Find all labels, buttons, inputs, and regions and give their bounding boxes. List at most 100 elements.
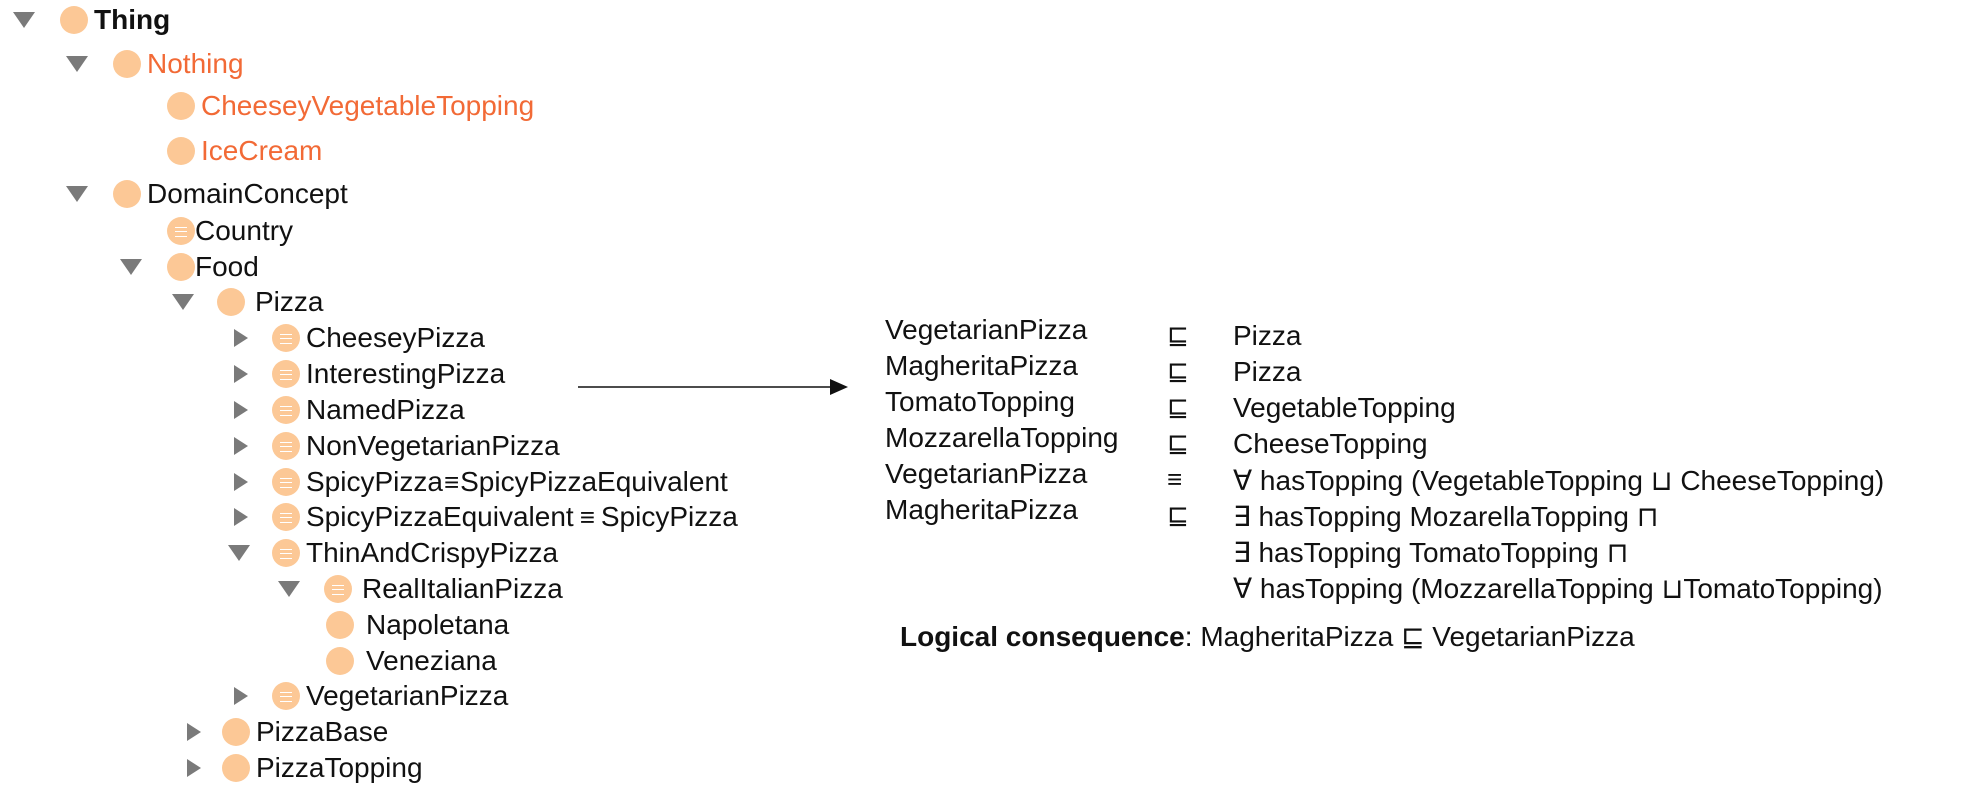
axiom-symbol: ⊑: [1167, 356, 1189, 386]
axiom-lhs: MagheritaPizza: [885, 494, 1078, 525]
equivalence-symbol: ≡: [443, 466, 460, 497]
class-icon: [113, 50, 141, 78]
node-label: Pizza: [255, 286, 324, 317]
expand-toggle-icon[interactable]: [227, 357, 255, 391]
node-label: DomainConcept: [147, 178, 348, 209]
tree-node-cheesey-pizza[interactable]: CheeseyPizza: [227, 321, 485, 355]
consequence-separator: :: [1184, 621, 1201, 652]
class-icon: [326, 647, 354, 675]
axiom-symbol: ⊑: [1167, 500, 1189, 530]
node-label: IceCream: [201, 135, 323, 166]
axiom-lhs: TomatoTopping: [885, 386, 1075, 417]
axiom-lhs: MagheritaPizza: [885, 350, 1078, 381]
axiom-symbol: ≡: [1167, 464, 1183, 494]
node-label: Nothing: [147, 48, 244, 79]
tree-node-cheesey-vegetable-topping[interactable]: CheeseyVegetableTopping: [167, 89, 534, 123]
collapse-toggle-icon[interactable]: [169, 285, 197, 319]
axiom-lhs: MozzarellaTopping: [885, 422, 1119, 453]
collapse-toggle-icon[interactable]: [63, 47, 91, 81]
axiom-symbol: ⊑: [1167, 320, 1189, 350]
defined-class-icon: [272, 432, 300, 460]
node-label: ThinAndCrispyPizza: [306, 537, 559, 568]
tree-node-named-pizza[interactable]: NamedPizza: [227, 393, 465, 427]
tree-node-food[interactable]: Food: [117, 250, 259, 284]
tree-node-country[interactable]: Country: [167, 214, 293, 248]
logical-consequence: Logical consequence: MagheritaPizza ⊑ Ve…: [900, 620, 1635, 653]
tree-node-napoletana[interactable]: Napoletana: [326, 608, 509, 642]
class-icon: [60, 6, 88, 34]
defined-class-icon: [272, 468, 300, 496]
expand-toggle-icon[interactable]: [227, 500, 255, 534]
expand-toggle-icon[interactable]: [227, 465, 255, 499]
expand-toggle-icon[interactable]: [227, 321, 255, 355]
tree-node-vegetarian-pizza[interactable]: VegetarianPizza: [227, 679, 508, 713]
tree-node-nothing[interactable]: Nothing: [63, 47, 244, 81]
node-label: NonVegetarianPizza: [306, 430, 560, 461]
node-label: CheeseyVegetableTopping: [201, 90, 535, 121]
tree-node-pizza[interactable]: Pizza: [169, 285, 323, 319]
node-label: SpicyPizza: [306, 466, 443, 497]
defined-class-icon: [272, 682, 300, 710]
collapse-toggle-icon[interactable]: [63, 177, 91, 211]
defined-class-icon: [324, 575, 352, 603]
node-label: Napoletana: [366, 609, 510, 640]
class-icon: [167, 253, 195, 281]
class-icon: [167, 137, 195, 165]
tree-node-veneziana[interactable]: Veneziana: [326, 644, 497, 678]
tree-node-interesting-pizza[interactable]: InterestingPizza: [227, 357, 505, 391]
axiom-symbol: ⊑: [1167, 428, 1189, 458]
tree-node-pizza-base[interactable]: PizzaBase: [180, 715, 388, 749]
tree-node-spicy-pizza[interactable]: SpicyPizza ≡ SpicyPizzaEquivalent: [227, 465, 728, 499]
equivalent-class-label: SpicyPizzaEquivalent: [460, 466, 728, 497]
class-icon: [113, 180, 141, 208]
expand-toggle-icon[interactable]: [227, 679, 255, 713]
equivalence-symbol: ≡: [579, 501, 595, 532]
defined-class-icon: [272, 324, 300, 352]
tree-node-spicy-pizza-equivalent[interactable]: SpicyPizzaEquivalent ≡ SpicyPizza: [227, 500, 738, 534]
defined-class-icon: [272, 539, 300, 567]
node-label: PizzaTopping: [256, 752, 423, 783]
tree-node-real-italian-pizza[interactable]: RealItalianPizza: [275, 572, 563, 606]
node-label: Thing: [94, 4, 171, 35]
defined-class-icon: [167, 217, 195, 245]
class-icon: [326, 611, 354, 639]
axiom-rhs: VegetableTopping: [1233, 392, 1456, 423]
node-label: Veneziana: [366, 645, 497, 676]
tree-node-ice-cream[interactable]: IceCream: [167, 134, 322, 168]
axiom-lhs: VegetarianPizza: [885, 458, 1088, 489]
tree-node-thing[interactable]: Thing: [10, 3, 170, 37]
tree-node-non-vegetarian-pizza[interactable]: NonVegetarianPizza: [227, 429, 560, 463]
collapse-toggle-icon[interactable]: [117, 250, 145, 284]
collapse-toggle-icon[interactable]: [10, 3, 38, 37]
node-label: RealItalianPizza: [362, 573, 563, 604]
equivalent-class-label: SpicyPizza: [600, 501, 738, 532]
class-icon: [167, 92, 195, 120]
node-label: PizzaBase: [256, 716, 389, 747]
axiom-rhs: Pizza: [1233, 356, 1302, 387]
node-label: SpicyPizzaEquivalent: [306, 501, 574, 532]
defined-class-icon: [272, 360, 300, 388]
collapse-toggle-icon[interactable]: [225, 536, 253, 570]
node-label: InterestingPizza: [306, 358, 506, 389]
expand-toggle-icon[interactable]: [180, 751, 208, 785]
class-icon: [222, 718, 250, 746]
expand-toggle-icon[interactable]: [227, 393, 255, 427]
node-label: CheeseyPizza: [306, 322, 485, 353]
node-label: Food: [195, 251, 259, 282]
node-label: NamedPizza: [306, 394, 465, 425]
axiom-rhs: ∃ hasTopping MozarellaTopping ⊓: [1233, 501, 1659, 532]
expand-toggle-icon[interactable]: [180, 715, 208, 749]
collapse-toggle-icon[interactable]: [275, 572, 303, 606]
axiom-rhs: ∀ hasTopping (MozzarellaTopping ⊔TomatoT…: [1233, 573, 1883, 604]
node-label: Country: [195, 215, 294, 246]
axiom-rhs: Pizza: [1233, 320, 1302, 351]
axiom-rhs: CheeseTopping: [1233, 428, 1428, 459]
axiom-rhs: ∃ hasTopping TomatoTopping ⊓: [1233, 537, 1629, 568]
axiom-rhs: ∀ hasTopping (VegetableTopping ⊔ CheeseT…: [1233, 465, 1885, 496]
tree-node-domain-concept[interactable]: DomainConcept: [63, 177, 348, 211]
tree-node-pizza-topping[interactable]: PizzaTopping: [180, 751, 423, 785]
class-icon: [217, 288, 245, 316]
tree-node-thin-and-crispy-pizza[interactable]: ThinAndCrispyPizza: [225, 536, 558, 570]
expand-toggle-icon[interactable]: [227, 429, 255, 463]
node-label: VegetarianPizza: [306, 680, 509, 711]
